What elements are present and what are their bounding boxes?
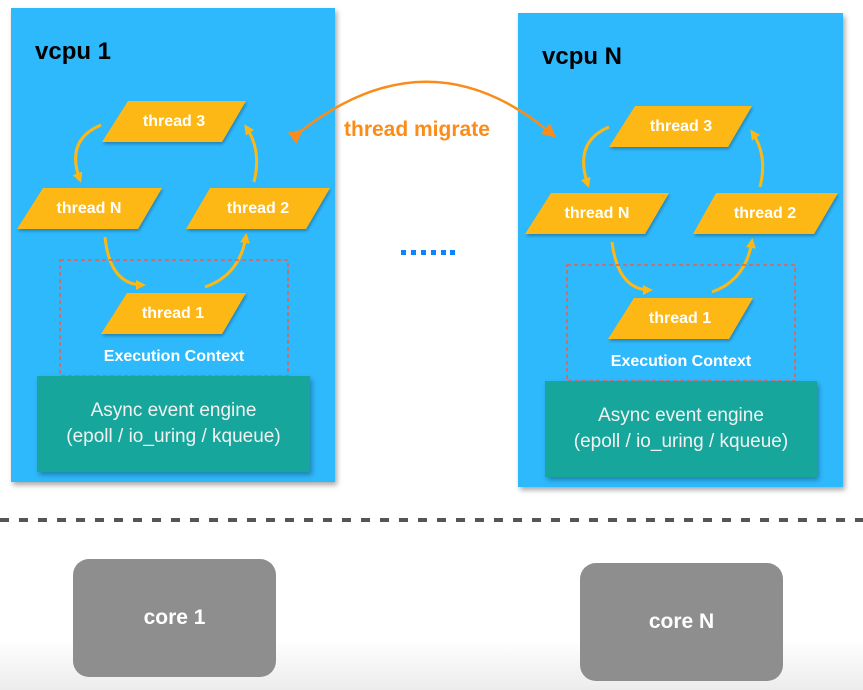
thread-n-shape	[17, 188, 162, 229]
engine-backends: (epoll / io_uring / kqueue)	[573, 431, 789, 452]
core-n: core N	[580, 563, 783, 681]
thread-1-shape	[101, 293, 246, 334]
arrow-t2-to-t3	[750, 129, 765, 188]
core-n-label: core N	[648, 610, 715, 633]
thread-1-label: thread 1	[648, 310, 712, 327]
ellipsis-dots	[401, 250, 455, 255]
vcpu-1-title: vcpu 1	[35, 38, 112, 65]
thread-2-label: thread 2	[226, 200, 290, 217]
thread-migrate-label: thread migrate	[344, 118, 490, 141]
thread-3-label: thread 3	[649, 118, 713, 135]
arrow-t3-to-tn	[580, 125, 610, 188]
execution-context-label: Execution Context	[610, 353, 752, 370]
execution-context-label: Execution Context	[103, 348, 245, 365]
thread-migrate-arrow	[287, 80, 557, 144]
engine-title: Async event engine	[598, 405, 764, 426]
thread-1-label: thread 1	[141, 305, 205, 322]
async-event-engine: Async event engine (epoll / io_uring / k…	[545, 381, 817, 477]
thread-3-shape	[609, 106, 752, 147]
arrow-t1-to-t2	[711, 238, 756, 294]
engine-backends: (epoll / io_uring / kqueue)	[66, 426, 281, 447]
thread-2-shape	[693, 193, 838, 234]
thread-2-label: thread 2	[733, 205, 797, 222]
thread-1-shape	[608, 298, 753, 339]
thread-2-shape	[186, 188, 330, 229]
thread-3-label: thread 3	[142, 113, 206, 130]
thread-n-label: thread N	[564, 205, 630, 222]
thread-n-shape	[525, 193, 669, 234]
vcpu-1-threads	[17, 101, 330, 377]
vcpu-n-threads	[525, 106, 838, 382]
core-1: core 1	[73, 559, 276, 677]
vcpu-n-title: vcpu N	[542, 43, 623, 70]
async-event-engine: Async event engine (epoll / io_uring / k…	[37, 376, 310, 472]
arrow-t3-to-tn	[72, 123, 102, 183]
arrow-t1-to-t2	[204, 233, 250, 289]
thread-3-shape	[102, 101, 246, 142]
arrow-t2-to-t3	[244, 124, 259, 183]
engine-title: Async event engine	[90, 400, 257, 421]
arrow-tn-to-t1	[103, 236, 146, 290]
core-1-label: core 1	[143, 606, 206, 629]
arrow-tn-to-t1	[610, 241, 653, 295]
thread-n-label: thread N	[56, 200, 122, 217]
